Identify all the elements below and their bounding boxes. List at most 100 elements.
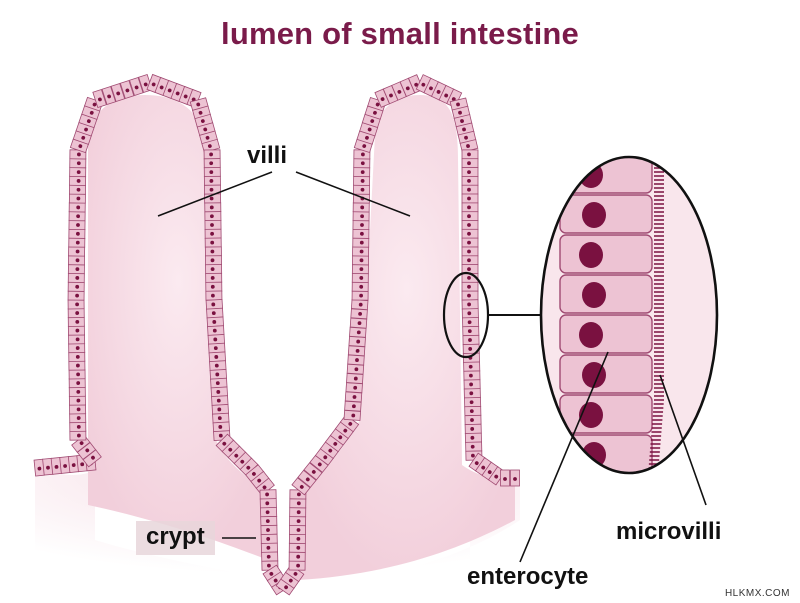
epithelial-cell <box>289 498 307 509</box>
epithelial-cell <box>67 299 85 310</box>
epithelial-cell <box>346 363 365 375</box>
epithelial-cell <box>351 272 369 283</box>
epithelial-cell <box>68 369 86 380</box>
epithelial-cell <box>461 202 479 213</box>
epithelial-cell <box>209 369 227 380</box>
epithelial-cell <box>42 457 54 476</box>
epithelial-cell <box>92 88 107 109</box>
epithelial-cell <box>68 202 86 213</box>
epithelial-cell <box>461 175 479 186</box>
epithelial-cell <box>68 378 86 389</box>
epithelial-cell <box>68 395 86 406</box>
epithelial-cell <box>351 290 369 301</box>
epithelial-cell <box>463 370 481 381</box>
epithelial-cell <box>461 149 479 160</box>
epithelial-cell <box>69 138 89 154</box>
epithelial-cell <box>67 290 85 301</box>
epithelial-cell <box>399 77 416 98</box>
epithelial-cell <box>463 361 481 372</box>
epithelial-cell <box>67 281 85 292</box>
epithelial-cell <box>353 175 371 186</box>
epithelial-cell <box>69 167 87 178</box>
epithelial-cell <box>288 533 306 544</box>
epithelial-cell <box>350 299 369 311</box>
epithelial-cell <box>289 516 307 527</box>
epithelial-cell <box>259 498 277 509</box>
epithelial-cell <box>297 469 317 488</box>
epithelial-cell <box>347 354 365 366</box>
epithelial-cell <box>344 400 362 412</box>
epithelial-cell <box>101 85 117 106</box>
epithelial-cell <box>78 113 98 129</box>
epithelial-cell <box>68 255 85 266</box>
epithelial-cell <box>203 175 221 186</box>
epithelial-cell <box>344 391 363 403</box>
epithelial-cell <box>346 373 364 384</box>
epithelial-cell <box>201 138 221 153</box>
epithelial-cell <box>461 211 479 222</box>
epithelial-cell <box>349 317 368 329</box>
epithelial-cell <box>289 524 306 536</box>
epithelial-cell <box>461 237 479 248</box>
epithelial-cell <box>68 211 86 222</box>
epithelial-cell <box>260 524 278 536</box>
enterocyte-cell <box>559 394 653 434</box>
epithelial-cell <box>351 264 369 275</box>
epithelial-cell <box>68 351 86 362</box>
epithelial-cell <box>259 489 277 500</box>
epithelial-cell <box>260 515 278 527</box>
epithelial-cell <box>291 477 311 496</box>
epithelial-cell <box>67 325 85 336</box>
epithelial-cell <box>206 316 224 328</box>
epithelial-cell <box>461 158 479 169</box>
epithelial-cell <box>205 299 223 310</box>
epithelial-cell <box>345 382 363 394</box>
epithelial-cell <box>212 421 230 433</box>
epithelial-cell <box>68 228 86 239</box>
enterocyte-column <box>559 157 653 473</box>
epithelial-cell <box>69 404 87 415</box>
microvilli-leader <box>659 374 707 506</box>
epithelial-cell <box>461 184 479 195</box>
epithelial-cell <box>67 264 85 275</box>
epithelial-cell <box>463 388 481 399</box>
epithelial-cell <box>343 409 362 421</box>
epithelial-cell <box>208 342 226 354</box>
epithelial-cell <box>288 560 306 571</box>
epithelial-cell <box>415 74 432 94</box>
magnified-view-outline <box>539 155 719 475</box>
epithelial-cell <box>352 255 369 266</box>
epithelial-cell <box>461 255 479 266</box>
epithelial-cell <box>207 334 225 345</box>
epithelial-cell <box>260 542 278 553</box>
epithelial-cell <box>67 316 85 327</box>
epithelial-cell <box>510 469 520 487</box>
enterocyte-cell <box>559 314 653 354</box>
epithelial-cell <box>204 246 222 257</box>
epithelial-cell <box>210 386 228 398</box>
epithelial-cell <box>462 317 480 328</box>
epithelial-cell <box>261 551 279 562</box>
epithelial-cell <box>352 211 370 222</box>
epithelial-cell <box>68 237 86 248</box>
epithelial-cell <box>69 175 87 186</box>
epithelial-cell <box>288 542 306 553</box>
epithelial-cell <box>205 272 223 283</box>
epithelial-cell <box>351 281 369 292</box>
epithelial-cell <box>461 167 479 178</box>
epithelial-cell <box>352 237 370 248</box>
epithelial-cell <box>207 325 225 336</box>
epithelial-cell <box>465 441 483 452</box>
epithelial-cell <box>69 421 87 432</box>
watermark: HLKMX.COM <box>724 588 790 599</box>
epithelial-cell <box>314 447 335 466</box>
villi-leader-left <box>157 171 273 217</box>
epithelial-cell <box>352 219 370 231</box>
epithelial-cell <box>68 193 86 204</box>
epithelial-cell <box>205 290 223 301</box>
epithelial-cell <box>68 334 86 345</box>
epithelial-cell <box>348 336 366 347</box>
enterocyte-cell <box>559 274 653 314</box>
epithelial-cell <box>204 228 222 239</box>
